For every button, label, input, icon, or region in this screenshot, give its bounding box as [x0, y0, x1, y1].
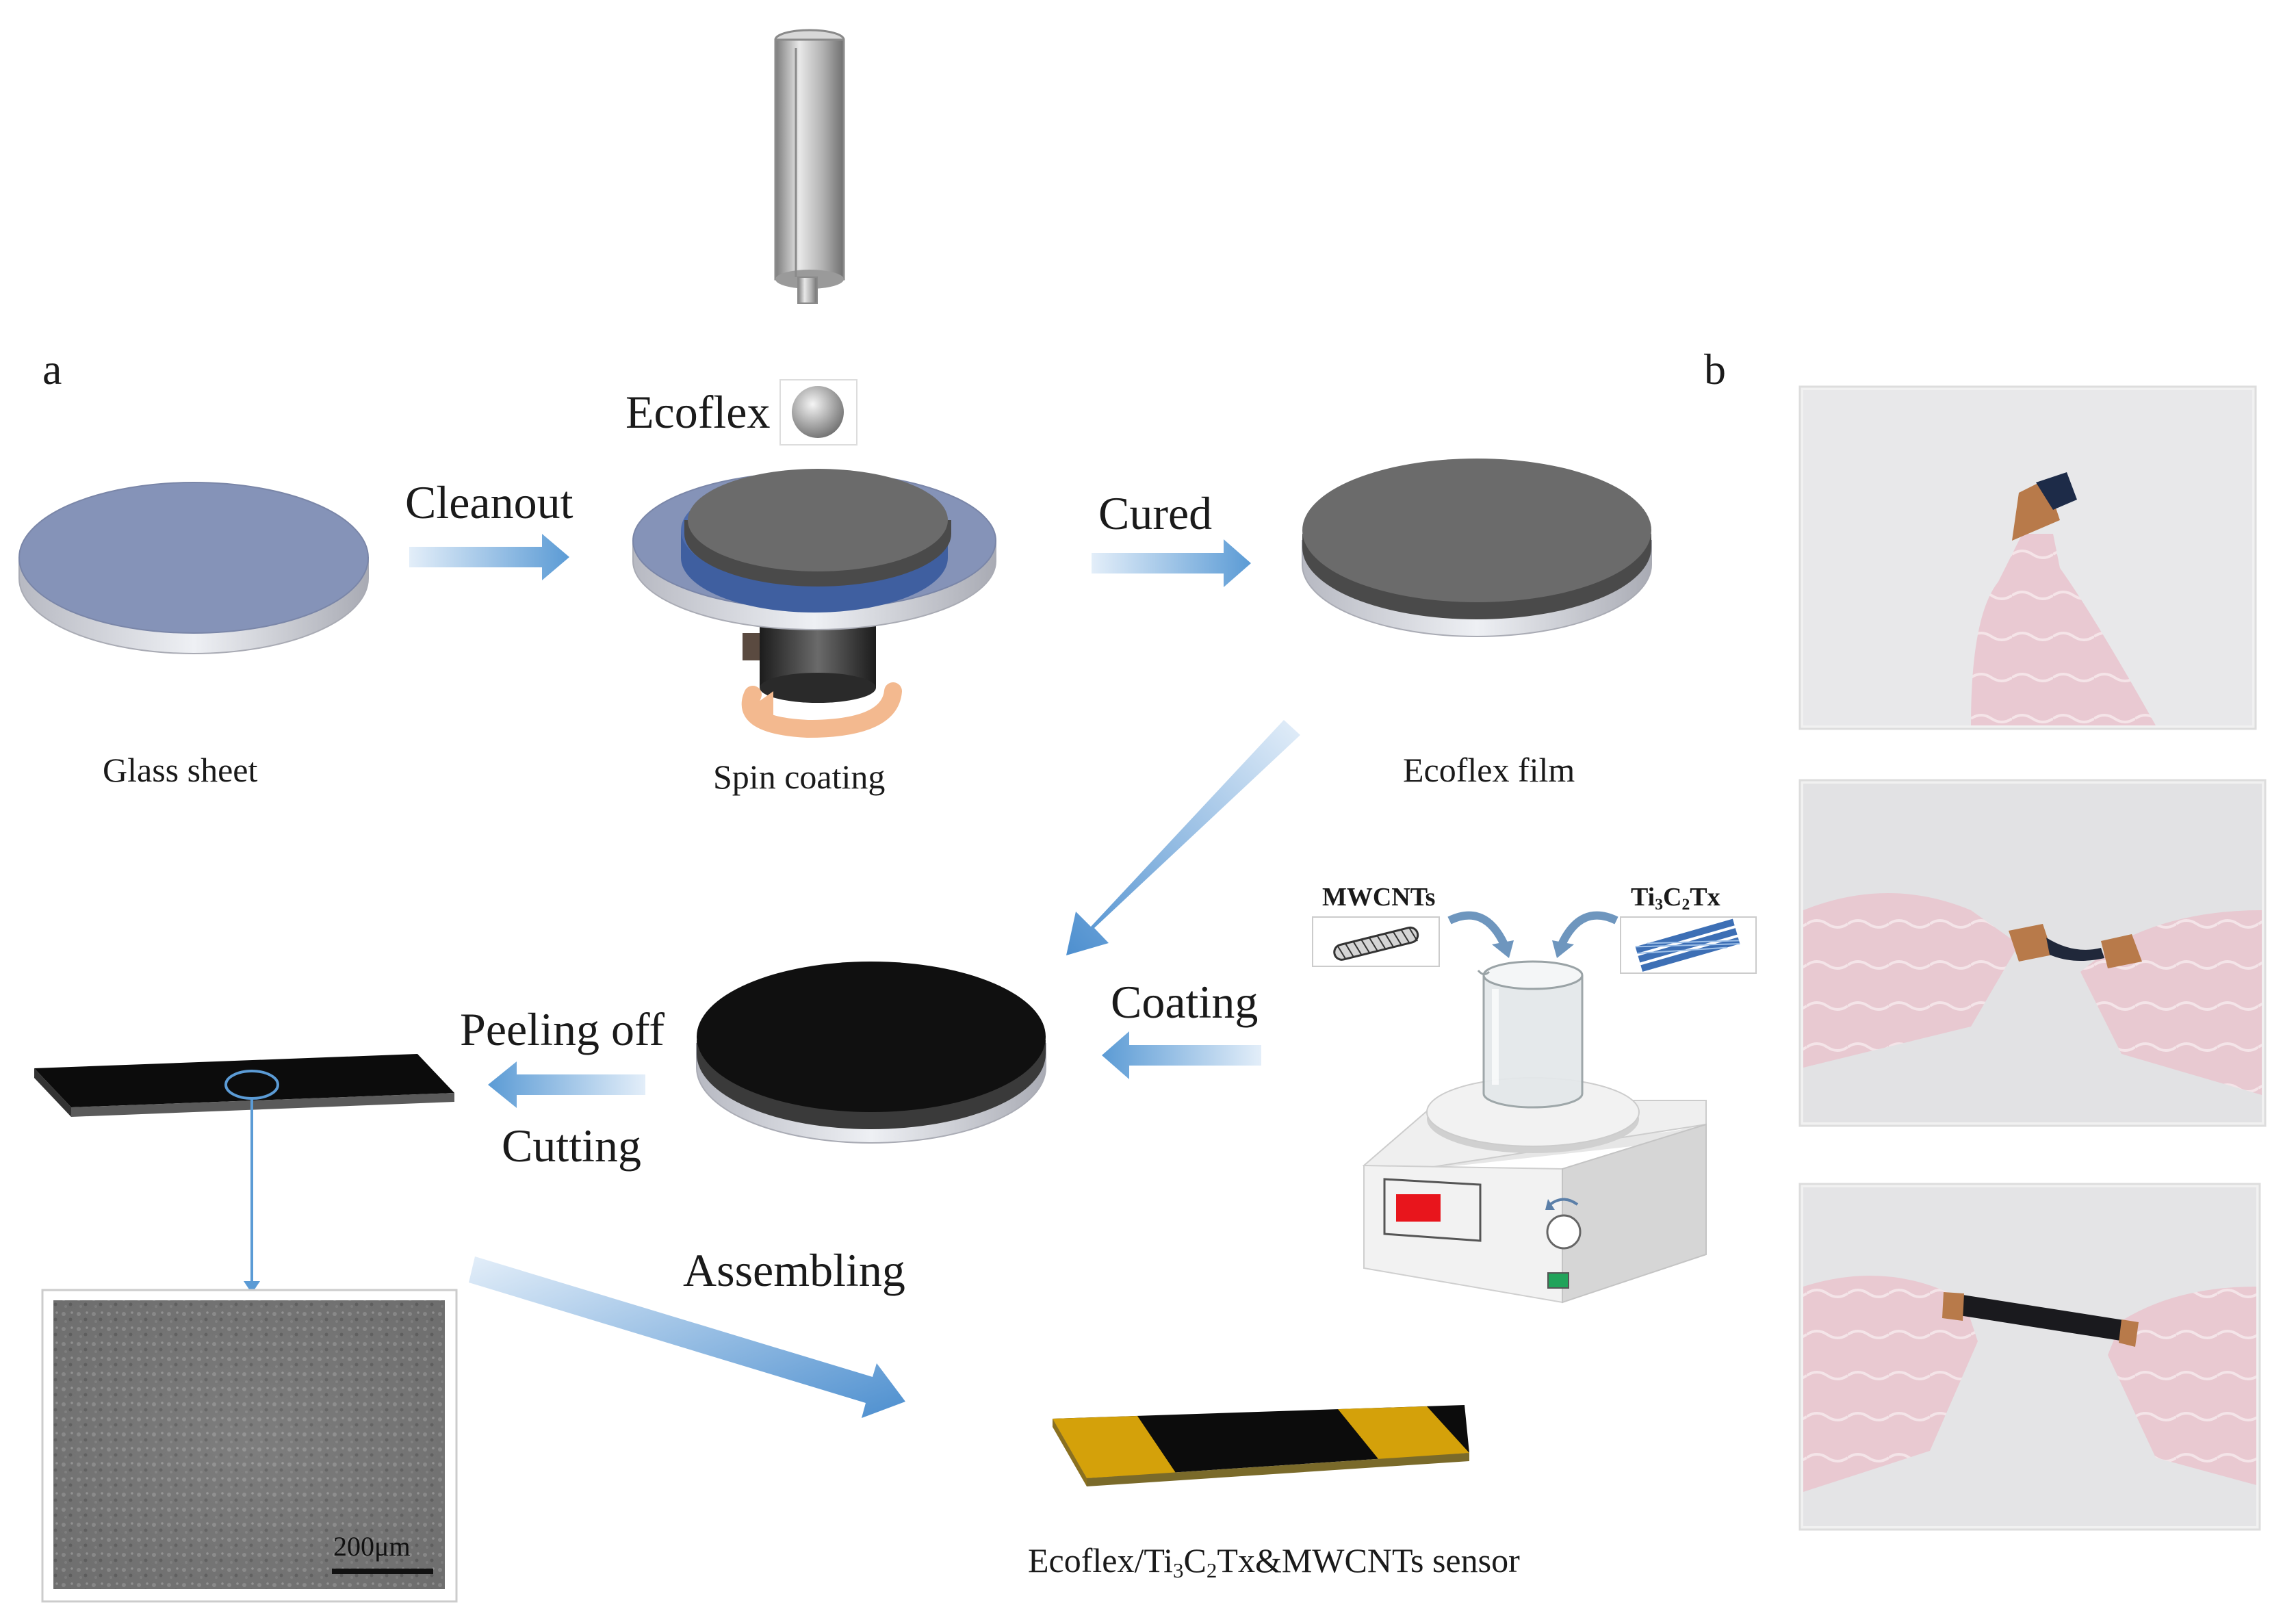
photo-3	[1798, 1183, 2261, 1531]
sensor-label: Ecoflex/Ti3C2Tx&MWCNTs sensor	[1028, 1541, 1520, 1582]
ecoflex-film-label: Ecoflex film	[1403, 751, 1575, 789]
sem-image	[41, 1289, 458, 1603]
cleanout-label: Cleanout	[405, 476, 573, 528]
cured-arrow	[1092, 539, 1251, 587]
assembling-label: Assembling	[683, 1244, 905, 1296]
coating-arrow	[1102, 1031, 1261, 1079]
coated-film-disk	[696, 962, 1046, 1144]
assembling-arrow	[469, 1256, 905, 1418]
magnetic-stirrer-icon	[1362, 1077, 1707, 1304]
cured-label: Cured	[1098, 487, 1213, 539]
sensor-device	[1053, 1405, 1469, 1486]
photo-2	[1798, 779, 2267, 1127]
glass-sheet	[18, 482, 369, 654]
nanotube-icon	[1312, 916, 1440, 967]
mxene-to-beaker-arrow	[1552, 911, 1618, 958]
beaker-icon	[1477, 960, 1584, 1109]
mwcnt-to-beaker-arrow	[1447, 911, 1514, 958]
panel-a-label: a	[42, 345, 62, 394]
down-left-arrow	[1066, 720, 1300, 955]
photo-1	[1798, 385, 2257, 730]
mwcnts-label: MWCNTs	[1322, 883, 1436, 912]
glass-sheet-label: Glass sheet	[103, 751, 258, 789]
mxene-flake-icon	[1620, 916, 1757, 974]
dropper-icon	[774, 29, 845, 304]
ecoflex-film-disk	[1302, 459, 1652, 637]
coating-label: Coating	[1111, 976, 1259, 1028]
spin-coating-label: Spin coating	[713, 758, 886, 796]
cut-strip	[34, 1054, 454, 1293]
panel-b-label: b	[1704, 345, 1726, 394]
peeling-arrow	[488, 1061, 645, 1108]
cutting-label: Cutting	[502, 1120, 642, 1172]
ti3c2tx-label: Ti3C2Tx	[1631, 883, 1720, 914]
ecoflex-label: Ecoflex	[625, 386, 771, 438]
peeling-off-label: Peeling off	[460, 1003, 665, 1055]
scale-bar-label: 200μm	[333, 1531, 411, 1562]
droplet-icon	[779, 379, 857, 446]
spin-coater-icon	[632, 469, 996, 738]
cleanout-arrow	[409, 534, 569, 580]
